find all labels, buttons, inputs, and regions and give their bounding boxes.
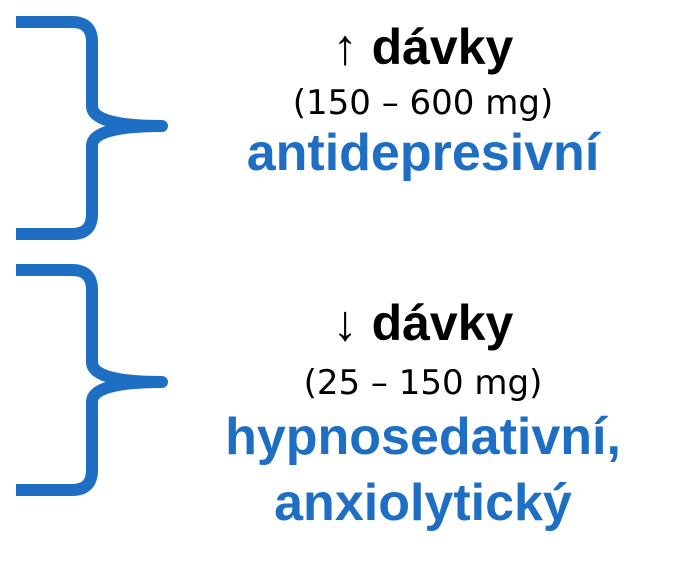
low-dose-label: dávky [371,295,514,351]
high-dose-label: dávky [371,19,514,75]
brace-high-dose [16,16,168,240]
brace-low-dose [16,264,168,496]
low-dose-block: ↓ dávky (25 – 150 mg) hypnosedativní, an… [150,298,696,532]
arrow-down-icon: ↓ [332,295,358,351]
low-dose-effect-2: anxiolytický [274,474,572,533]
high-dose-block: ↑ dávky (150 – 600 mg) antidepresivní [150,22,696,182]
high-dose-effect: antidepresivní [246,124,600,182]
arrow-up-icon: ↑ [332,19,358,75]
high-dose-range: (150 – 600 mg) [292,83,554,123]
low-dose-range: (25 – 150 mg) [303,363,543,403]
high-dose-heading: ↑ dávky [150,22,696,72]
low-dose-effect-1: hypnosedativní, [225,408,621,466]
low-dose-heading: ↓ dávky [150,298,696,348]
